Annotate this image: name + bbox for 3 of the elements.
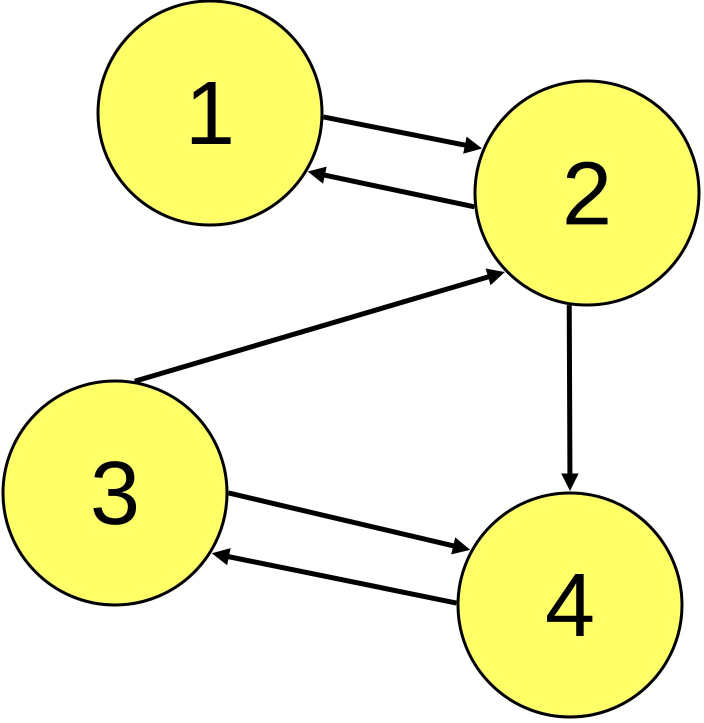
circle-node: 3: [2, 380, 228, 606]
circle-node: 4: [456, 492, 684, 718]
circle-node: 2: [474, 80, 700, 306]
